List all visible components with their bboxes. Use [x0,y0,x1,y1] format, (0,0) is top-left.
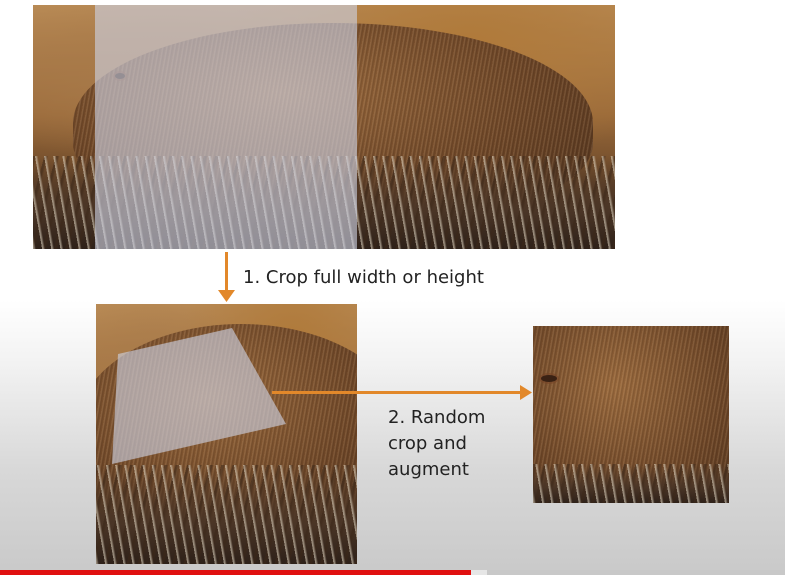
random-crop-overlay [112,328,286,464]
right-arrow-shaft [272,391,522,394]
source-image [33,5,615,249]
right-arrow-head [520,385,532,400]
augmented-crop-image [533,326,729,503]
played-bar [0,570,471,575]
crop-region-overlay [95,5,357,249]
brush-foreground [533,464,729,503]
down-arrow-shaft [225,252,228,294]
step2-label: 2. Random crop and augment [388,407,486,480]
step1-label: 1. Crop full width or height [243,267,484,288]
cropped-image [96,304,357,564]
bear-eye [541,375,557,382]
video-progress-bar[interactable] [0,570,785,575]
brush-foreground [96,465,357,564]
down-arrow-head [218,290,235,302]
